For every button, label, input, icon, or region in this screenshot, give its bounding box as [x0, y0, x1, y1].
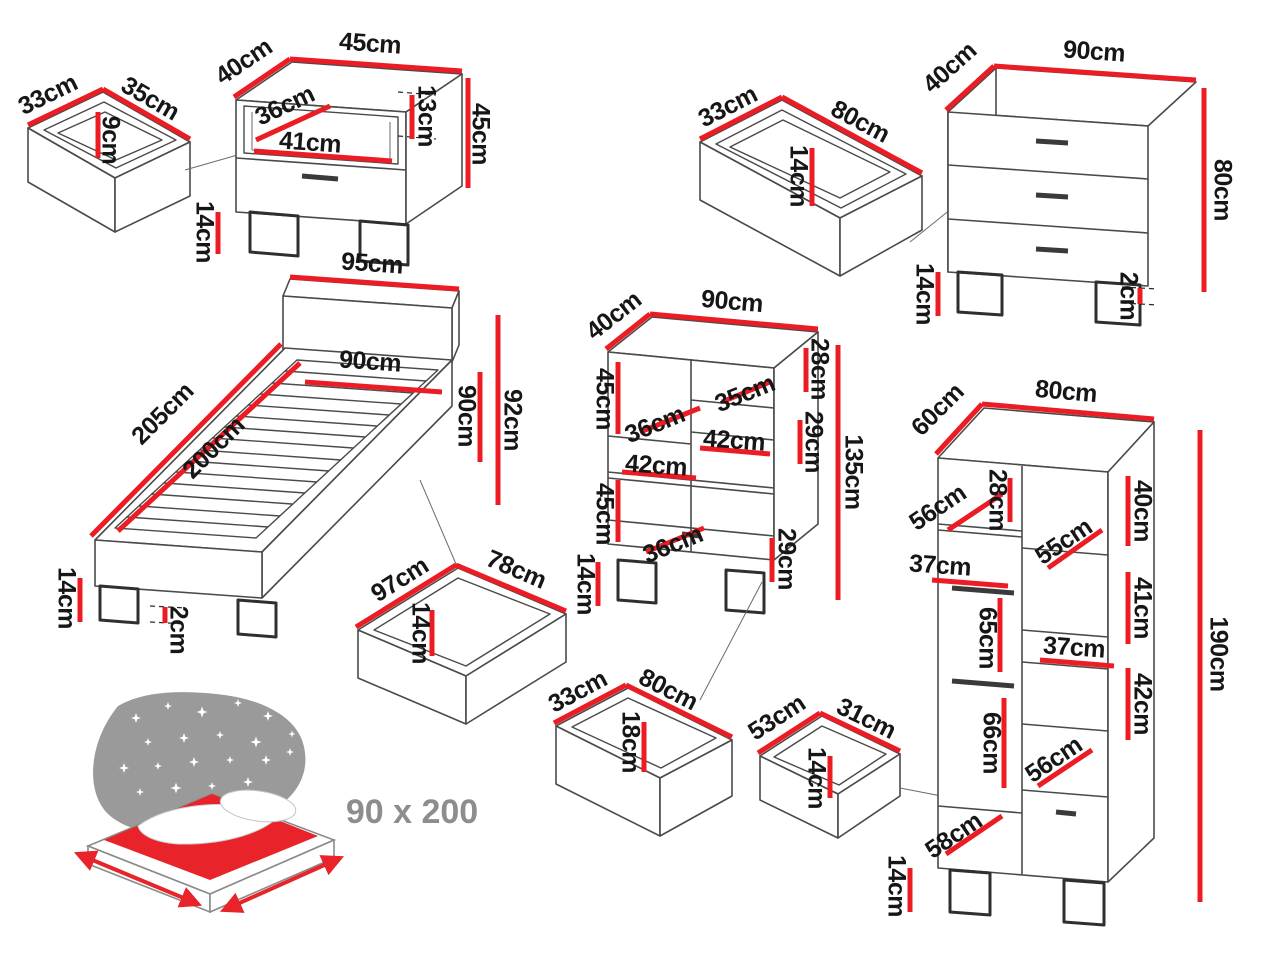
dim-bed-90cm-h: 90cm	[452, 385, 481, 447]
dim-bed-92cm: 92cm	[498, 389, 527, 451]
dim-bed-95cm: 95cm	[340, 247, 404, 280]
dim-bookcase-45cm-a: 45cm	[590, 368, 619, 430]
pillow	[219, 789, 297, 823]
dim-bed-14cm: 14cm	[52, 567, 81, 629]
dim-bookcase-14cm: 14cm	[571, 553, 600, 615]
dim-bookcase-42cm-b: 42cm	[624, 449, 688, 482]
dim-drawer-e-14cm: 14cm	[802, 747, 831, 809]
dim-nightstand-14cm: 14cm	[190, 201, 219, 263]
dim-bed-2cm: 2cm	[164, 605, 193, 655]
dim-wardrobe-37cm-b: 37cm	[1042, 631, 1106, 664]
bookcase-drawing	[595, 311, 841, 701]
dim-chest-80cm: 80cm	[1208, 159, 1237, 221]
dim-bookcase-28cm: 28cm	[805, 338, 834, 400]
dim-nightstand-13cm: 13cm	[412, 85, 441, 147]
dim-wardrobe-190cm: 190cm	[1204, 616, 1233, 692]
dim-wardrobe-37cm-a: 37cm	[908, 549, 972, 582]
bed-pictogram	[73, 692, 345, 914]
dim-chest-14cm: 14cm	[910, 263, 939, 325]
nightstand-drawing	[215, 56, 471, 267]
drawer-33x80-drawing	[698, 94, 1003, 277]
wardrobe-drawing	[907, 401, 1203, 927]
length-arrow	[73, 850, 203, 908]
dim-drawer-a-9cm: 9cm	[96, 115, 125, 165]
dim-bookcase-42cm-a: 42cm	[702, 424, 766, 457]
dim-wardrobe-65cm: 65cm	[973, 607, 1002, 669]
dim-bookcase-29cm-a: 29cm	[799, 411, 828, 473]
dim-wardrobe-28cm: 28cm	[983, 469, 1012, 531]
dim-bookcase-90cm: 90cm	[699, 284, 765, 319]
drawer-53x31-drawing	[756, 710, 1025, 839]
bed-slats	[126, 370, 427, 528]
bed-drawing	[77, 274, 501, 639]
dim-wardrobe-80cm: 80cm	[1033, 374, 1099, 409]
dim-wardrobe-40cm: 40cm	[1128, 480, 1157, 542]
dim-wardrobe-66cm: 66cm	[977, 712, 1006, 774]
dim-chest-90cm: 90cm	[1062, 35, 1126, 68]
dim-bed-90cm-width: 90cm	[338, 345, 402, 378]
dim-wardrobe-14cm: 14cm	[882, 855, 911, 917]
dim-drawer-b-14cm: 14cm	[784, 145, 813, 207]
width-arrow	[219, 855, 345, 913]
dim-drawer-c-14cm: 14cm	[406, 602, 435, 664]
dim-drawer-d-18cm: 18cm	[616, 711, 645, 773]
dim-chest-2cm: 2cm	[1114, 271, 1143, 321]
drawer-97x78-drawing	[354, 562, 567, 725]
dim-wardrobe-42cm: 42cm	[1128, 673, 1157, 735]
dim-nightstand-45cm-h: 45cm	[466, 103, 495, 165]
dim-bookcase-29cm-b: 29cm	[772, 528, 801, 590]
chest-drawing	[935, 63, 1207, 327]
drawer-33x80-18-drawing	[552, 682, 734, 837]
dim-bookcase-135cm: 135cm	[839, 434, 868, 510]
dim-wardrobe-41cm: 41cm	[1128, 577, 1157, 639]
dim-bookcase-45cm-b: 45cm	[590, 483, 619, 545]
drawer-33x35-drawing	[26, 86, 249, 233]
dim-nightstand-41cm: 41cm	[278, 126, 342, 159]
bed-size-caption: 90 x 200	[345, 793, 479, 831]
dim-nightstand-45cm-top: 45cm	[338, 27, 402, 60]
